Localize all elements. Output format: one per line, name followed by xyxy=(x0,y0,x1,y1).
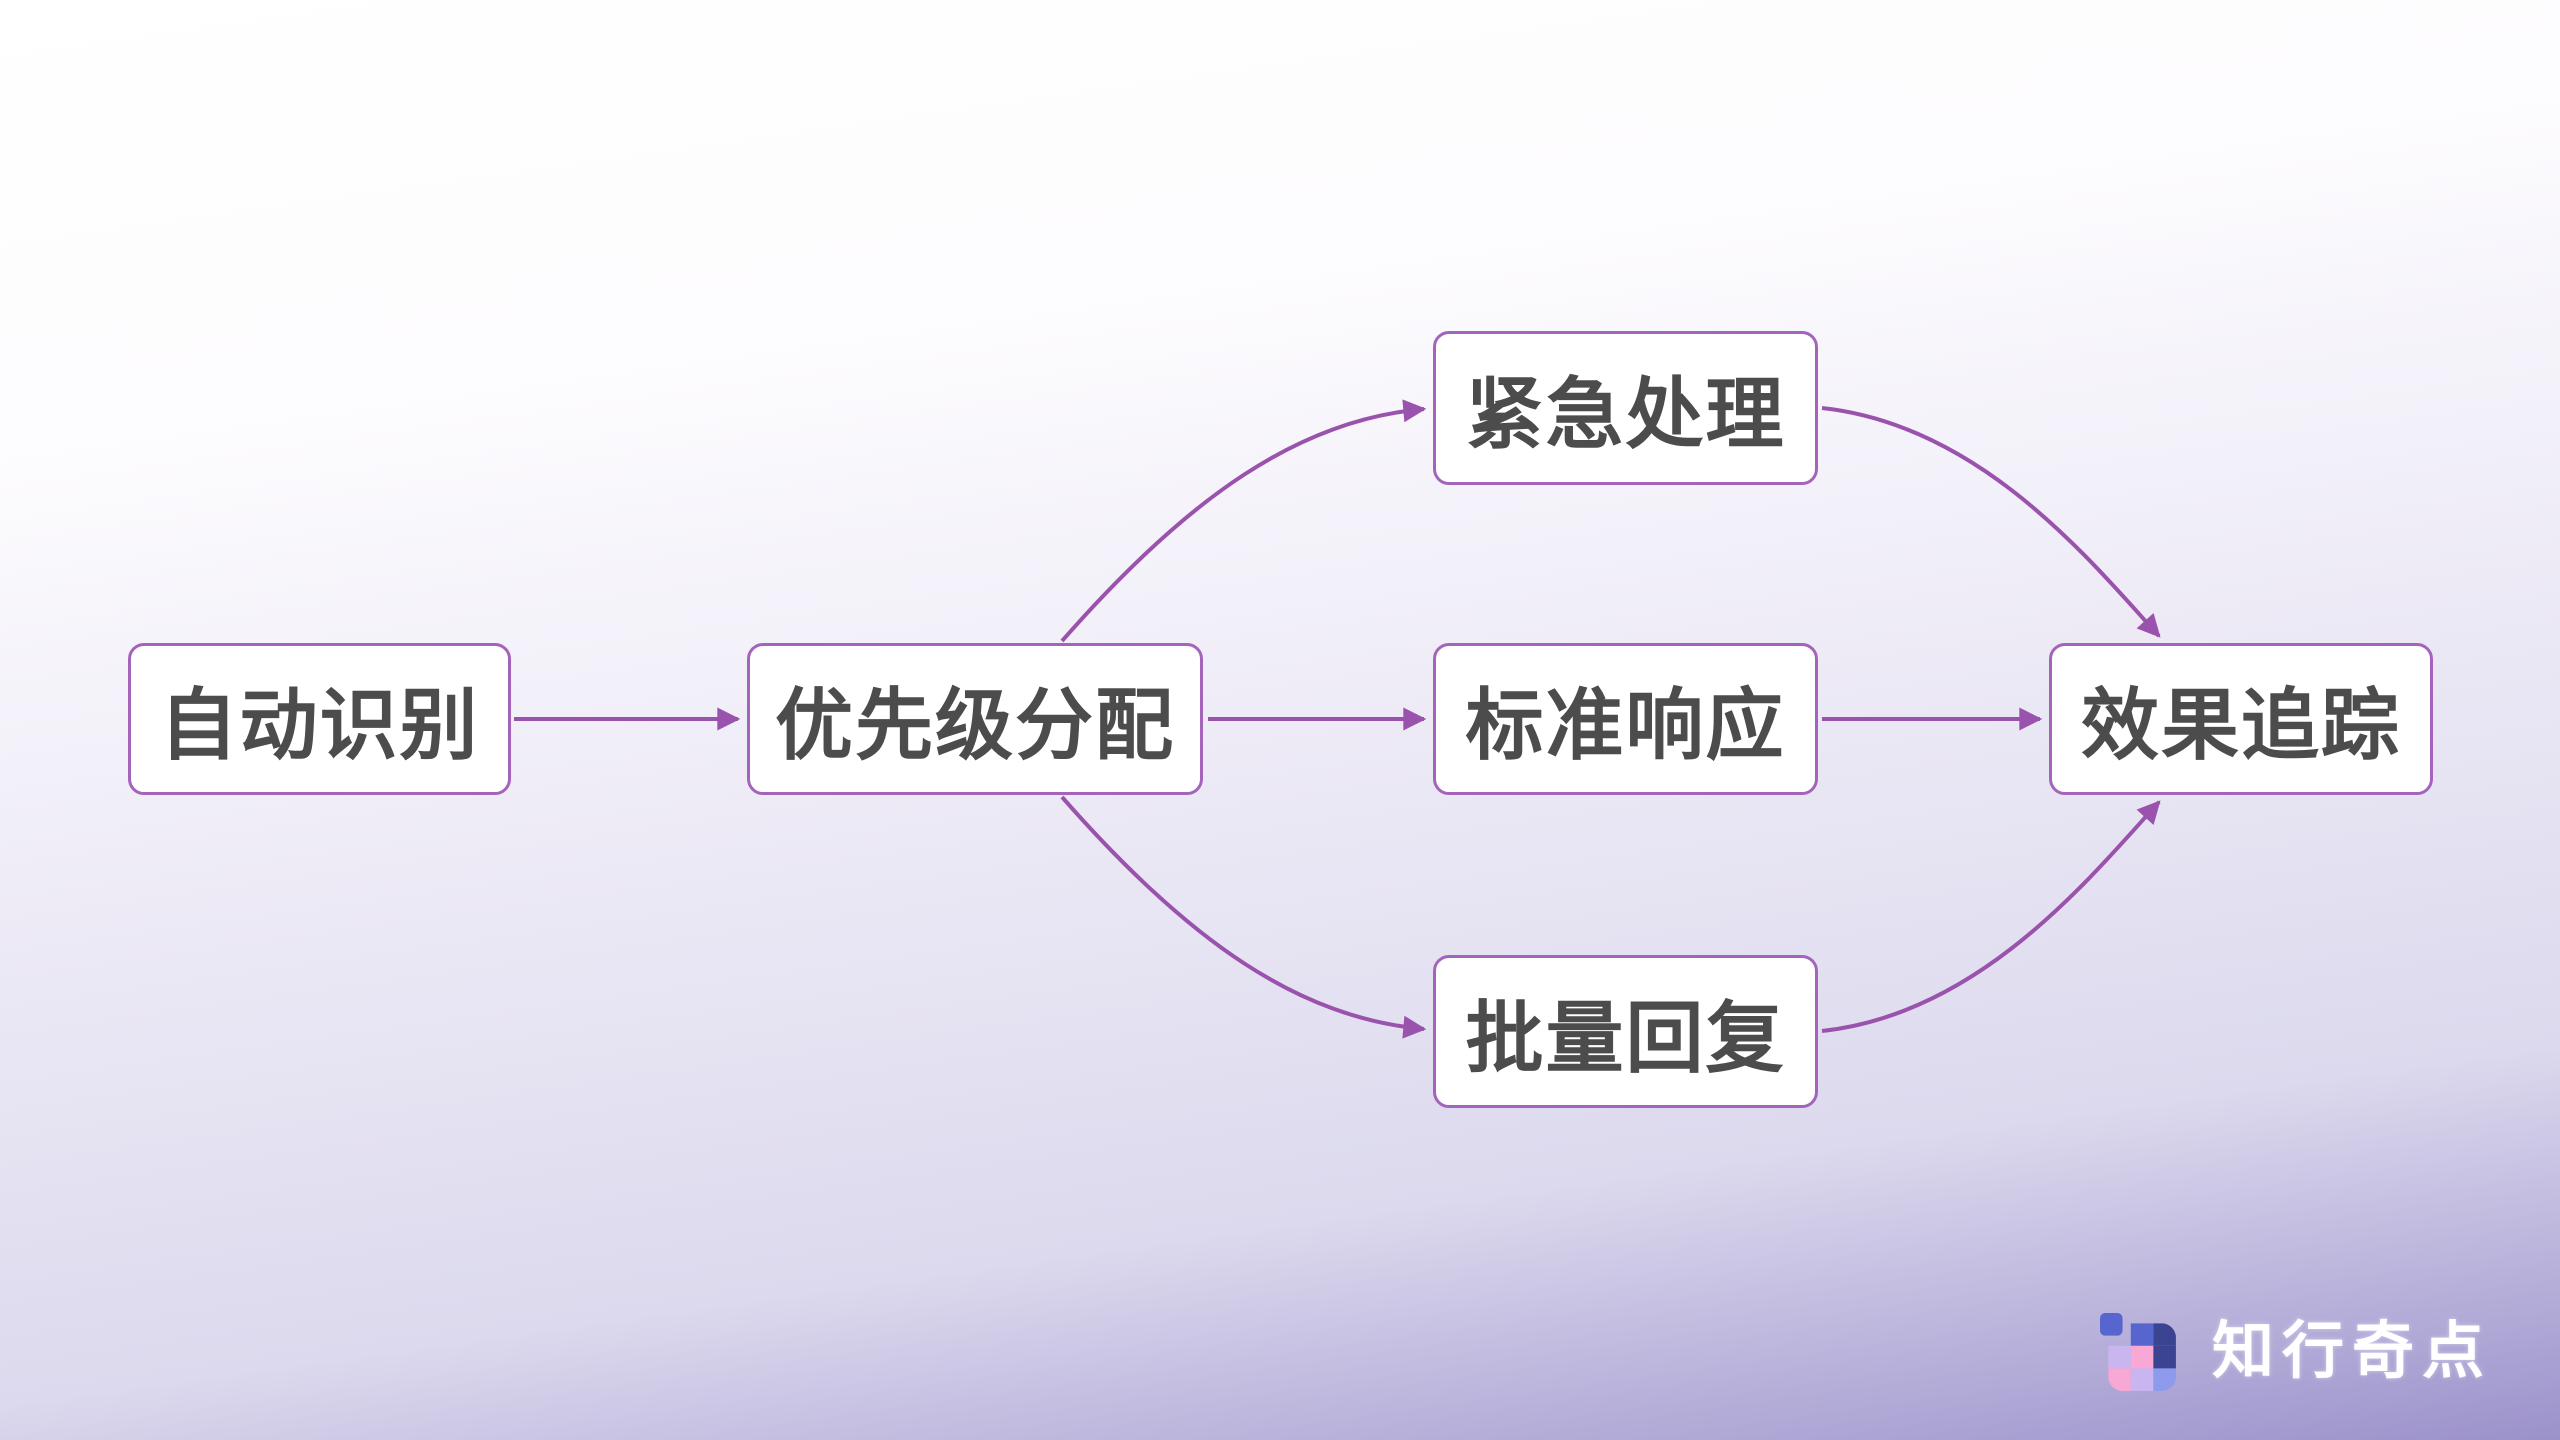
node-recognize: 自动识别 xyxy=(128,643,511,795)
logo-icon-cell xyxy=(2108,1368,2131,1391)
node-urgent: 紧急处理 xyxy=(1433,331,1818,485)
logo-icon-cell xyxy=(2153,1345,2176,1369)
node-label: 效果追踪 xyxy=(2080,681,2401,769)
node-standard: 标准响应 xyxy=(1433,643,1818,795)
logo-icon-cell xyxy=(2130,1368,2154,1391)
node-label: 批量回复 xyxy=(1465,993,1786,1082)
node-track: 效果追踪 xyxy=(2049,643,2433,795)
logo-icon-cell xyxy=(2130,1323,2154,1346)
edge-priority-to-urgent xyxy=(1060,399,1427,643)
node-priority: 优先级分配 xyxy=(747,643,1203,795)
brand-logo-text: 知行奇点 xyxy=(2212,1317,2493,1386)
logo-icon-cell xyxy=(2153,1323,2176,1346)
logo-icon-cell xyxy=(2108,1345,2131,1369)
node-batch: 批量回复 xyxy=(1433,955,1818,1108)
brand-logo-icon xyxy=(2100,1313,2176,1391)
node-label: 紧急处理 xyxy=(1465,370,1786,458)
flowchart-edges xyxy=(514,399,2161,1039)
logo-icon-cell xyxy=(2130,1345,2154,1369)
edge-urgent-to-track xyxy=(1821,406,2161,638)
edge-batch-to-track xyxy=(1821,800,2161,1033)
logo-icon-cell xyxy=(2100,1313,2123,1336)
node-label: 优先级分配 xyxy=(774,681,1175,769)
node-label: 标准响应 xyxy=(1465,681,1786,769)
edge-priority-to-batch xyxy=(1060,795,1427,1039)
logo-icon-cell xyxy=(2153,1368,2176,1391)
node-label: 自动识别 xyxy=(159,681,480,769)
brand-logo: 知行奇点 xyxy=(2100,1312,2492,1392)
